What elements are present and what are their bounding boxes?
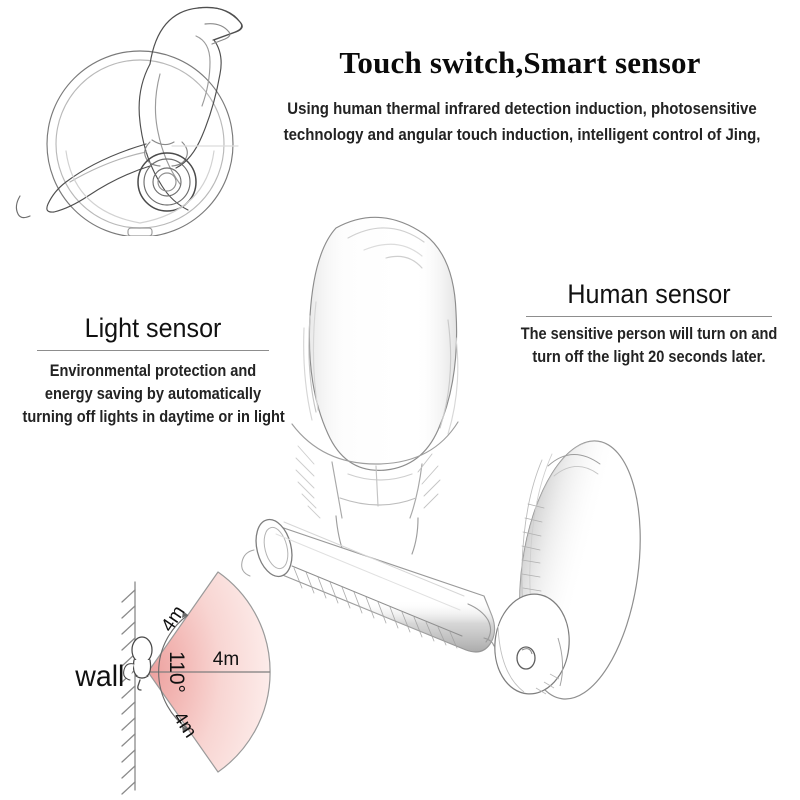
feature-light-sensor: Light sensor Environmental protection an…	[8, 312, 298, 429]
feature-light-sensor-line-3: turning off lights in daytime or in ligh…	[22, 408, 285, 426]
range-label-center: 4m	[213, 649, 239, 670]
feature-light-sensor-body: Environmental protection and energy savi…	[22, 360, 285, 429]
feature-human-sensor-body: The sensitive person will turn on and tu…	[513, 323, 785, 369]
bird-lamp-top-view-illustration	[0, 0, 270, 241]
feature-human-sensor-line-2: turn off the light 20 seconds later.	[532, 348, 766, 366]
angle-label: 110°	[165, 651, 188, 693]
feature-human-sensor: Human sensor The sensitive person will t…	[498, 278, 800, 369]
sensor-coverage-diagram: 4m 4m 4m 110° wall	[30, 560, 320, 800]
feature-human-sensor-title: Human sensor	[567, 279, 731, 309]
feature-human-sensor-divider	[526, 316, 772, 317]
feature-light-sensor-title: Light sensor	[84, 313, 222, 343]
feature-human-sensor-line-1: The sensitive person will turn on and	[520, 325, 778, 343]
feature-light-sensor-line-2: energy saving by automatically	[44, 385, 262, 403]
page-description: Using human thermal infrared detection i…	[270, 96, 774, 148]
wall-label: wall	[75, 660, 125, 693]
wall-hatching	[121, 581, 136, 795]
page-description-line-2: technology and angular touch induction, …	[283, 126, 761, 144]
wall-lamp-icon	[123, 636, 153, 691]
angle-arc	[158, 614, 189, 730]
page-title: Touch switch,Smart sensor	[339, 45, 701, 80]
wall-mount-disc-illustration	[470, 430, 690, 715]
page-description-line-1: Using human thermal infrared detection i…	[287, 100, 757, 118]
bird-lamp-main-illustration	[236, 198, 536, 683]
feature-light-sensor-line-1: Environmental protection and	[49, 362, 257, 380]
feature-light-sensor-divider	[37, 350, 269, 351]
